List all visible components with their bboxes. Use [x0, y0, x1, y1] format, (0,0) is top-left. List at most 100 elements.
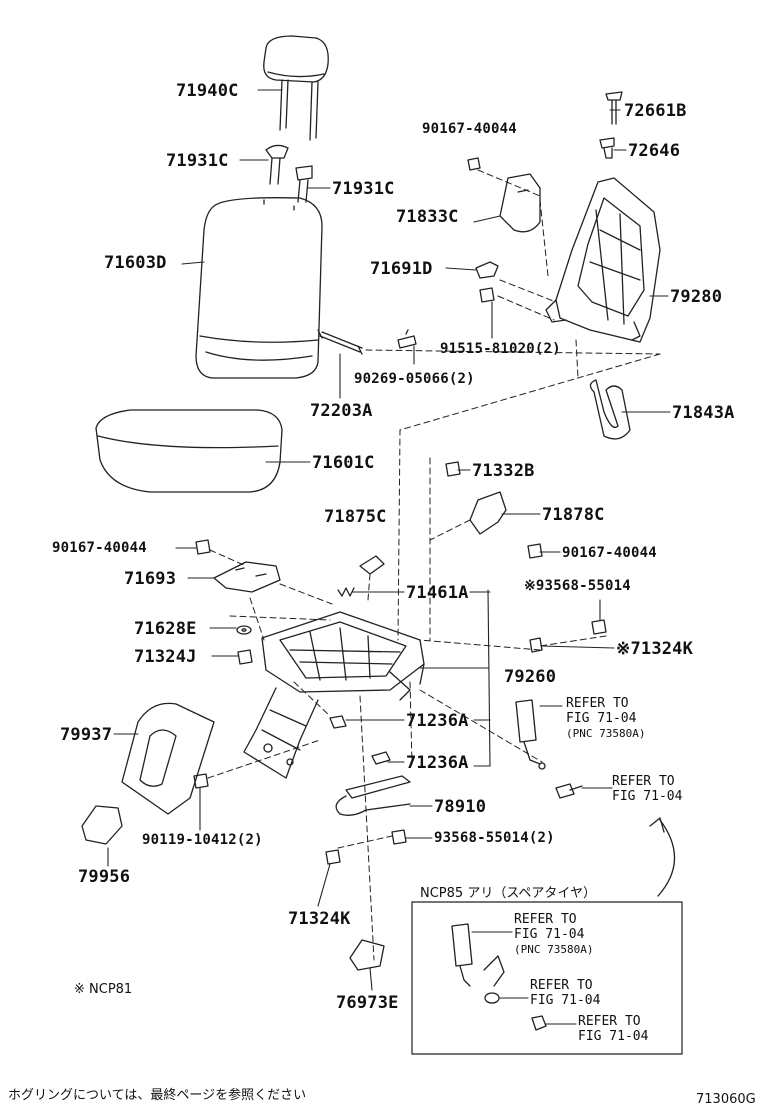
cover-71878c-icon — [469, 491, 507, 535]
bolt-71332b-icon — [445, 461, 461, 477]
part-label-76973e[interactable]: 76973E — [336, 993, 399, 1013]
part-label-71324k-right[interactable]: ※71324K — [616, 639, 694, 659]
seat-cushion-icon — [95, 409, 283, 493]
part-label-72203a[interactable]: 72203A — [310, 401, 373, 421]
part-label-71875c[interactable]: 71875C — [324, 507, 387, 527]
inset-leader-lines — [471, 931, 577, 1025]
part-label-71931c-right[interactable]: 71931C — [332, 179, 395, 199]
part-label-71693[interactable]: 71693 — [124, 569, 177, 589]
refer-pnc: (PNC 73580A) — [514, 943, 594, 956]
inset-buckle-icon — [451, 923, 505, 987]
part-label-71878c[interactable]: 71878C — [542, 505, 605, 525]
part-label-90167-top[interactable]: 90167-40044 — [422, 121, 517, 137]
seatback-frame-icon — [545, 177, 661, 343]
part-label-71691d[interactable]: 71691D — [370, 259, 433, 279]
refer-text: REFER TO — [612, 774, 675, 789]
part-label-79280[interactable]: 79280 — [670, 287, 723, 307]
bolt-refer-right-icon — [555, 783, 583, 799]
part-label-71461a[interactable]: 71461A — [406, 583, 469, 603]
bolt-90167-left-icon — [195, 539, 211, 555]
part-label-90167-right[interactable]: 90167-40044 — [562, 545, 657, 561]
bolt-91515-icon — [479, 287, 495, 303]
headrest-guide-right-icon — [295, 165, 313, 203]
collar-71324k-right-icon — [529, 637, 543, 653]
part-label-71332b[interactable]: 71332B — [472, 461, 535, 481]
bracket-76973e-icon — [349, 939, 385, 971]
part-label-93568-bottom[interactable]: 93568-55014(2) — [434, 830, 555, 846]
bolt-90269-icon — [397, 329, 417, 349]
inset-frame — [411, 901, 683, 1055]
seat-cushion-frame-icon — [243, 611, 425, 779]
part-label-90119[interactable]: 90119-10412(2) — [142, 832, 263, 848]
bracket-71693-icon — [213, 561, 281, 593]
refer-text: REFER TO — [514, 912, 577, 927]
hook-71843a-icon — [589, 379, 631, 440]
bolt-93568-bottom-icon — [391, 829, 407, 845]
part-label-79937[interactable]: 79937 — [60, 725, 113, 745]
part-label-71628e[interactable]: 71628E — [134, 619, 197, 639]
part-label-78910[interactable]: 78910 — [434, 797, 487, 817]
inset-nut-icon — [531, 1015, 547, 1031]
model-note: ※ NCP81 — [74, 982, 133, 997]
headrest-icon — [263, 35, 329, 141]
footer-note: ホグリングについては、最終ページを参照ください — [8, 1088, 307, 1103]
part-label-90167-left[interactable]: 90167-40044 — [52, 540, 147, 556]
clip-71236a-lower-icon — [371, 751, 391, 765]
part-label-71236a-upper[interactable]: 71236A — [406, 711, 469, 731]
part-label-72646[interactable]: 72646 — [628, 141, 681, 161]
part-label-71940c[interactable]: 71940C — [176, 81, 239, 101]
inset-title: NCP85 アリ（スペアタイヤ） — [420, 886, 597, 901]
hinge-cover-icon — [499, 173, 541, 233]
cap-79956-icon — [81, 805, 123, 845]
dashed-assembly-lines — [207, 169, 661, 961]
inset-washer-icon — [484, 992, 500, 1004]
pin-72661b-icon — [605, 91, 623, 125]
part-label-72661b[interactable]: 72661B — [624, 101, 687, 121]
part-label-71236a-lower[interactable]: 71236A — [406, 753, 469, 773]
clip-71875c-icon — [359, 555, 385, 575]
part-label-79956[interactable]: 79956 — [78, 867, 131, 887]
refer-text: REFER TO — [530, 978, 593, 993]
washer-71628e-icon — [236, 625, 252, 635]
refer-fig: FIG 71-04 — [514, 927, 585, 942]
refer-pnc: (PNC 73580A) — [566, 727, 646, 740]
refer-callout-bolt[interactable]: REFER TO FIG 71-04 — [612, 774, 682, 804]
headrest-guide-left-icon — [265, 144, 289, 185]
bolt-93568-top-icon — [591, 619, 607, 635]
bolt-90167-top-icon — [467, 157, 481, 171]
refer-callout-inset-buckle[interactable]: REFER TO FIG 71-04 (PNC 73580A) — [514, 912, 593, 957]
part-label-71603d[interactable]: 71603D — [104, 253, 167, 273]
refer-fig: FIG 71-04 — [578, 1029, 649, 1044]
part-label-91515[interactable]: 91515-81020(2) — [440, 341, 561, 357]
refer-callout-inset-nut[interactable]: REFER TO FIG 71-04 — [578, 1014, 648, 1044]
part-label-90269[interactable]: 90269-05066(2) — [354, 371, 475, 387]
refer-fig: FIG 71-04 — [612, 789, 683, 804]
collar-71324k-bottom-icon — [325, 849, 341, 865]
refer-text: REFER TO — [578, 1014, 641, 1029]
spring-71461a-icon — [337, 587, 355, 597]
seatback-cover-icon — [195, 197, 323, 379]
curved-arrow-icon — [649, 817, 676, 897]
clip-71236a-upper-icon — [329, 715, 347, 729]
cable-78910-icon — [335, 775, 411, 816]
clip-72646-icon — [599, 137, 615, 159]
part-label-79260[interactable]: 79260 — [504, 667, 557, 687]
refer-callout-inset-washer[interactable]: REFER TO FIG 71-04 — [530, 978, 600, 1008]
side-panel-79937-icon — [121, 702, 215, 815]
refer-callout-buckle[interactable]: REFER TO FIG 71-04 (PNC 73580A) — [566, 696, 645, 741]
refer-fig: FIG 71-04 — [566, 711, 637, 726]
part-label-71324j[interactable]: 71324J — [134, 647, 197, 667]
leader-lines — [107, 89, 671, 991]
part-label-71833c[interactable]: 71833C — [396, 207, 459, 227]
part-label-71601c[interactable]: 71601C — [312, 453, 375, 473]
figure-id: 713060G — [696, 1092, 756, 1107]
part-label-71324k-bottom[interactable]: 71324K — [288, 909, 351, 929]
refer-fig: FIG 71-04 — [530, 993, 601, 1008]
part-label-71843a[interactable]: 71843A — [672, 403, 735, 423]
part-label-93568-top[interactable]: ※93568-55014 — [524, 578, 631, 594]
bolt-90119-icon — [193, 773, 209, 789]
bracket-71691d-icon — [475, 261, 499, 279]
part-label-71931c-left[interactable]: 71931C — [166, 151, 229, 171]
